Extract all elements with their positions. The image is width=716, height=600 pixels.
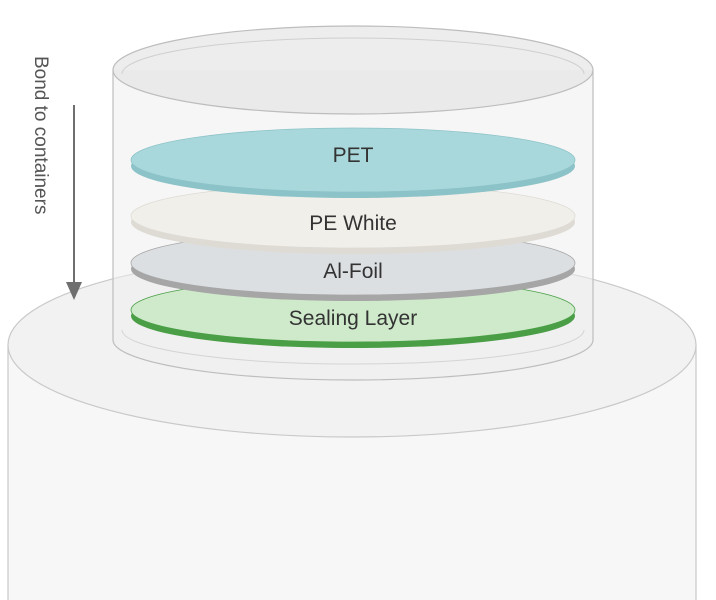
layer-pet-label: PET bbox=[333, 144, 374, 167]
layer-pet: PET bbox=[130, 127, 576, 198]
layer-pe-white: PE White bbox=[130, 183, 576, 254]
bond-arrow-head-icon bbox=[66, 282, 82, 300]
layer-sealing-layer-label: Sealing Layer bbox=[289, 307, 417, 330]
cap-bottom-edge bbox=[112, 339, 594, 381]
cap-top bbox=[112, 25, 594, 115]
layer-pe-white-label: PE White bbox=[309, 212, 397, 235]
layer-pet-face bbox=[130, 127, 576, 193]
cap-inner-rim bbox=[121, 37, 585, 75]
bond-annotation: Bond to containers bbox=[30, 56, 82, 300]
cap-cylinder-front bbox=[112, 70, 594, 381]
bond-label: Bond to containers bbox=[30, 56, 51, 214]
layer-al-foil-label: Al-Foil bbox=[323, 260, 383, 283]
layer-stack: Sealing Layer Al-Foil PE White PET bbox=[130, 127, 576, 348]
cap-inner-bottom-edge bbox=[121, 329, 585, 365]
